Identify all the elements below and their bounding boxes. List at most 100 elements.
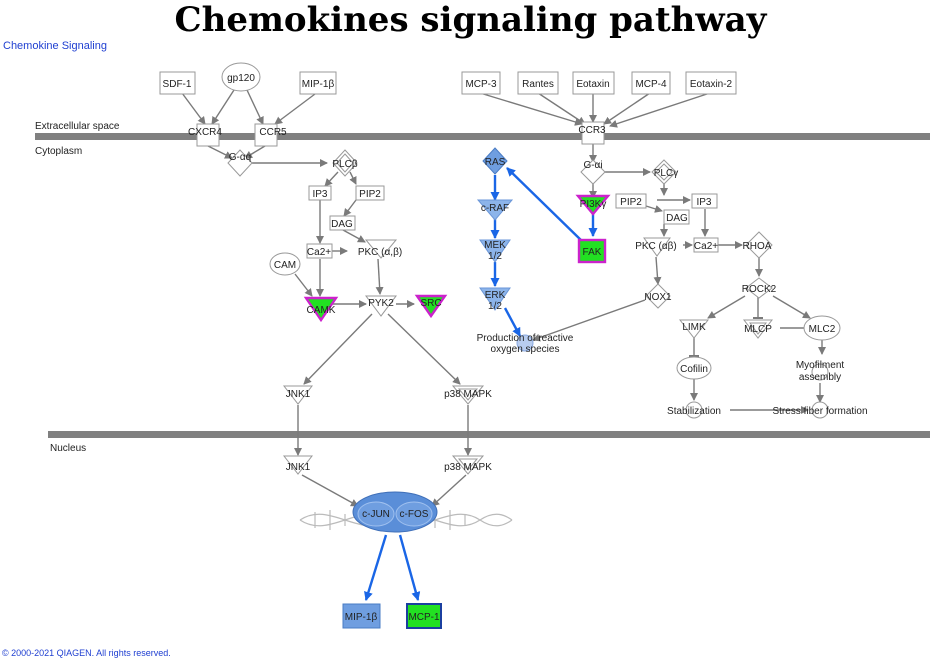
label-pip2-right: PIP2 (620, 197, 642, 208)
label-p38-nuc: p38 MAPK (444, 462, 492, 473)
label-src: SRC (420, 298, 441, 309)
node-pkc-right[interactable] (643, 237, 671, 257)
node-cofilin[interactable] (676, 356, 712, 380)
node-erk[interactable] (479, 287, 511, 311)
label-mip1b-out: MIP-1β (345, 612, 378, 623)
pathway-subtitle-link[interactable]: Chemokine Signaling (3, 40, 107, 52)
node-dag-right[interactable] (663, 209, 690, 225)
node-gp120[interactable] (221, 62, 261, 92)
node-mcp3[interactable] (461, 71, 501, 95)
label-ras: RAS (485, 157, 506, 168)
label-ip3-right: IP3 (696, 197, 711, 208)
label-mcp1-out: MCP-1 (408, 612, 440, 623)
label-mip1b-top: MIP-1β (302, 79, 335, 90)
node-gai[interactable] (580, 159, 606, 185)
label-mlcp: MLCP (744, 324, 772, 335)
node-jnk1-nuc[interactable] (282, 455, 314, 475)
node-ca2-right[interactable] (693, 237, 719, 253)
node-fak[interactable] (577, 238, 607, 264)
label-ros-line1: Production of reactive (477, 333, 574, 344)
node-mcp4[interactable] (631, 71, 671, 95)
node-ras[interactable] (482, 147, 508, 175)
node-ccr3[interactable] (581, 121, 605, 145)
node-camk[interactable] (303, 296, 339, 323)
label-jnk1-nuc: JNK1 (286, 462, 311, 473)
label-ca2-right: Ca2+ (694, 241, 718, 252)
node-ip3-right[interactable] (691, 193, 718, 209)
node-mlc2[interactable] (803, 315, 841, 341)
region-label-cytoplasm: Cytoplasm (35, 146, 83, 157)
label-cam: CAM (274, 260, 296, 271)
node-rhoa[interactable] (745, 231, 773, 259)
label-mek-line1: MEK (484, 240, 506, 251)
label-plcb: PLCβ (332, 159, 357, 170)
node-ccr5[interactable] (254, 123, 278, 147)
node-mip1b-out[interactable] (342, 603, 381, 629)
node-stabilization[interactable] (685, 401, 703, 419)
node-myofilament[interactable] (811, 363, 829, 381)
node-cam[interactable] (269, 252, 301, 276)
label-plcg: PLCγ (654, 168, 678, 179)
node-eotaxin[interactable] (572, 71, 615, 95)
node-stress-fiber[interactable] (811, 401, 829, 419)
node-rock2[interactable] (745, 277, 773, 299)
node-plcb[interactable] (332, 149, 358, 177)
label-craf: c-RAF (481, 203, 509, 214)
label-mlc2: MLC2 (809, 324, 836, 335)
label-eotaxin2: Eotaxin-2 (690, 79, 733, 90)
label-erk-line1: ERK (485, 290, 506, 301)
node-ip3-left[interactable] (308, 185, 332, 201)
node-mek[interactable] (479, 239, 511, 263)
label-myo-line2: assembly (799, 372, 841, 383)
label-stabilization: Stabilization (667, 406, 721, 417)
label-mcp3: MCP-3 (465, 79, 497, 90)
node-jnk1-cyto[interactable] (282, 385, 314, 405)
label-rock2: ROCK2 (742, 284, 777, 295)
node-src[interactable] (414, 294, 448, 319)
node-ros-process[interactable] (516, 334, 534, 352)
node-sdf1[interactable] (159, 71, 196, 95)
label-cxcr4: CXCR4 (188, 127, 222, 138)
node-rantes[interactable] (517, 71, 559, 95)
label-stress-fiber: Stress fiber formation (772, 406, 867, 417)
label-limk: LIMK (682, 322, 706, 333)
label-pkc-right: PKC (αβ) (635, 241, 677, 252)
node-limk[interactable] (678, 319, 710, 339)
region-label-nucleus: Nucleus (50, 443, 87, 454)
active-edges (364, 167, 598, 601)
node-mcp1-out[interactable] (406, 603, 442, 629)
label-ca2-left: Ca2+ (307, 247, 331, 258)
node-craf[interactable] (476, 199, 514, 221)
label-myo-line1: Myofilment (796, 360, 845, 371)
node-eotaxin2[interactable] (685, 71, 737, 95)
label-gp120: gp120 (227, 73, 255, 84)
label-rantes: Rantes (522, 79, 554, 90)
label-cfos: c-FOS (400, 509, 429, 520)
label-cjun: c-JUN (362, 509, 390, 520)
label-mek-line2: 1/2 (488, 251, 502, 262)
node-pkc-left[interactable] (364, 239, 398, 259)
node-gaq[interactable] (227, 149, 253, 177)
node-plcg[interactable] (651, 159, 677, 185)
label-pkc-left: PKC (α,β) (358, 247, 402, 258)
label-eotaxin: Eotaxin (576, 79, 609, 90)
node-ca2-left[interactable] (306, 243, 333, 259)
node-pi3kg[interactable] (575, 194, 611, 216)
label-gaq: G-αq (229, 152, 251, 163)
label-ccr5: CCR5 (259, 127, 287, 138)
node-pip2-right[interactable] (615, 193, 647, 209)
copyright-notice: © 2000-2021 QIAGEN. All rights reserved. (2, 648, 171, 658)
edges (181, 89, 826, 507)
node-cxcr4[interactable] (196, 123, 220, 147)
node-pip2-left[interactable] (355, 185, 385, 201)
region-label-extracellular: Extracellular space (35, 121, 120, 132)
node-pyk2[interactable] (365, 295, 397, 317)
label-ros-line2: oxygen species (491, 344, 560, 355)
label-p38-cyto: p38 MAPK (444, 389, 492, 400)
node-dag-left[interactable] (329, 215, 356, 231)
node-nox1[interactable] (645, 283, 671, 309)
label-pip2-left: PIP2 (359, 189, 381, 200)
node-mip1b-top[interactable] (299, 71, 337, 95)
